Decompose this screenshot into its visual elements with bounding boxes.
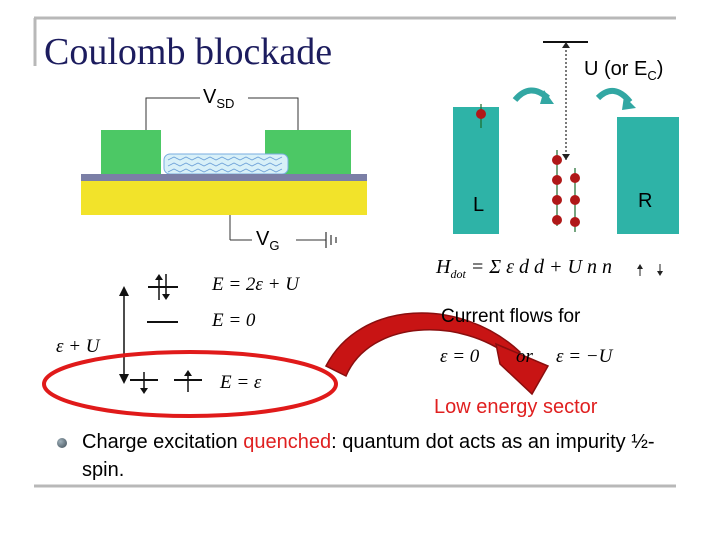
electron-dot [552, 195, 562, 205]
u-label-close: ) [656, 58, 664, 80]
hamiltonian: Hdot = Σ ε d d + U n n [436, 256, 612, 282]
electrons [476, 104, 580, 232]
lead-right-label: R [638, 190, 653, 212]
energy-middle-label: E = 0 [212, 310, 256, 331]
hamiltonian-sub: dot [450, 267, 466, 281]
tunnel-arrow-left-head [540, 90, 554, 104]
flow-arrow-head [494, 342, 550, 396]
vsd-label-main: V [203, 86, 217, 108]
low-energy-label: Low energy sector [434, 396, 598, 418]
vsd-wire-right [248, 97, 299, 130]
electron-dot [552, 215, 562, 225]
hamiltonian-rhs: = Σ ε d d + U n n [470, 256, 612, 278]
condition-a: ε = 0 [440, 346, 480, 367]
vsd-wire-left [145, 97, 200, 130]
bullet-quenched: quenched [243, 431, 332, 453]
energy-bottom-label: E = ε [220, 372, 262, 393]
low-energy-ellipse [42, 350, 338, 418]
left-lead [453, 107, 499, 234]
u-label: U (or EC) [584, 58, 663, 83]
electron-dot [552, 155, 562, 165]
u-label-main: U (or E [584, 58, 648, 80]
tunnel-arrow-right-head [622, 96, 636, 110]
oxide-layer [81, 174, 367, 181]
right-lead [617, 117, 679, 234]
lead-left-label: L [473, 194, 485, 216]
vg-label: VG [256, 228, 279, 253]
tunnel-arrow-right [595, 88, 633, 104]
bullet-excitation: excitation [147, 431, 244, 453]
bullet-rest: : quantum dot acts as an impurity ½-spin… [82, 431, 655, 481]
hamiltonian-lhs: H [436, 256, 451, 278]
bullet-charge: Charge [82, 431, 148, 453]
condition-b: ε = −U [556, 346, 613, 367]
current-flows-text: Current flows for [441, 306, 581, 327]
source-contact [101, 130, 161, 174]
gate-substrate [81, 181, 367, 215]
vsd-label: VSD [203, 86, 234, 111]
energy-axis-head-up [119, 286, 129, 296]
flow-arrow-body [324, 312, 522, 378]
energy-axis-head-down [119, 374, 129, 384]
nanotube-lattice [167, 156, 283, 173]
condition-or: or [516, 346, 533, 367]
electron-dot [552, 175, 562, 185]
electron-dot [570, 217, 580, 227]
slide-title: Coulomb blockade [44, 31, 333, 73]
electron-dot [570, 173, 580, 183]
electron-dot [570, 195, 580, 205]
u-arrow-down [562, 154, 570, 160]
vg-label-main: V [256, 228, 270, 250]
energy-top-label: E = 2ε + U [212, 274, 299, 295]
vsd-label-sub: SD [216, 96, 235, 111]
bullet-icon [57, 438, 67, 448]
u-label-sub: C [647, 68, 657, 83]
u-arrow-up [562, 42, 570, 48]
vg-label-sub: G [269, 238, 280, 253]
electron-dot [476, 109, 486, 119]
axis-side-label: ε + U [56, 336, 100, 357]
bullet-text: Charge excitation quenched: quantum dot … [82, 428, 682, 484]
